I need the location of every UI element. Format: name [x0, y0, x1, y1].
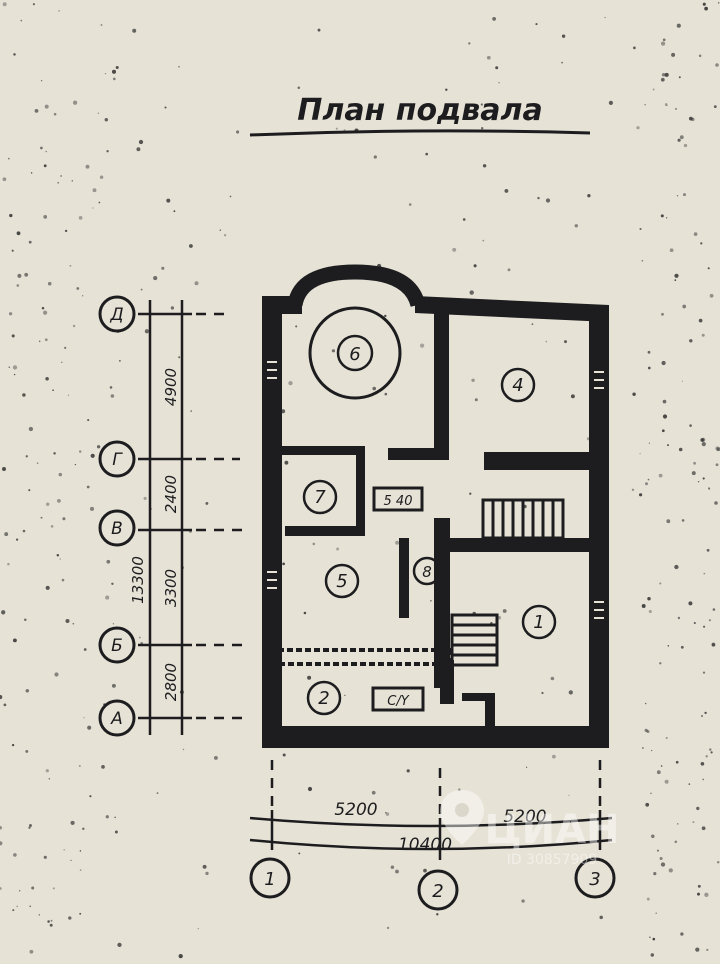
svg-text:2: 2 — [432, 881, 443, 902]
dim-vertical-4900: 4900 — [162, 368, 180, 406]
room-marker-5: 5 — [324, 563, 360, 599]
svg-text:5: 5 — [336, 571, 347, 592]
axis-marker-2: 2 — [417, 869, 459, 911]
dim-vertical-total: 13300 — [129, 556, 147, 604]
room-marker-6: 6 — [336, 334, 374, 372]
round-fixture-circle — [308, 306, 402, 400]
svg-text:В: В — [111, 519, 123, 539]
svg-text:4: 4 — [512, 375, 523, 396]
svg-text:6: 6 — [349, 344, 360, 365]
dim-horizontal-5200-left: 5200 — [334, 800, 377, 820]
fixture-box-upper — [372, 486, 424, 512]
axis-marker-G: Г — [98, 440, 136, 478]
svg-text:8: 8 — [422, 563, 432, 581]
dim-horizontal-5200-right: 5200 — [503, 807, 546, 827]
axis-marker-3: 3 — [574, 857, 616, 899]
room-marker-1: 1 — [521, 604, 557, 640]
svg-text:1: 1 — [533, 612, 544, 633]
room-marker-4: 4 — [500, 367, 536, 403]
svg-text:7: 7 — [314, 487, 326, 508]
svg-text:Г: Г — [112, 450, 123, 470]
axis-marker-D: Д — [98, 295, 136, 333]
dim-vertical-2800: 2800 — [162, 663, 180, 701]
horizontal-dimension-lines — [249, 760, 613, 860]
fixture-label-upper: 5 40 — [384, 494, 413, 509]
svg-text:1: 1 — [264, 869, 275, 890]
axis-marker-B: Б — [98, 626, 136, 664]
room-marker-8: 8 — [412, 556, 442, 586]
staircase-upper — [481, 498, 565, 540]
watermark-text: ЦИАН — [484, 807, 619, 853]
interior-walls — [280, 300, 590, 733]
staircase-lower — [450, 613, 499, 667]
watermark: ЦИАН ID 30857909 — [440, 790, 620, 868]
axis-marker-A: А — [98, 699, 136, 737]
axis-marker-1: 1 — [249, 857, 291, 899]
window-marks — [267, 361, 604, 619]
plan-title: План подвала — [297, 93, 543, 128]
room-marker-2: 2 — [306, 680, 342, 716]
outer-walls — [262, 296, 609, 748]
title-underline — [249, 129, 591, 137]
room-marker-7: 7 — [302, 479, 338, 515]
svg-text:Д: Д — [109, 305, 123, 325]
fixture-box-lower — [371, 686, 425, 712]
watermark-id: ID 30857909 — [507, 852, 598, 868]
dim-horizontal-total: 10400 — [398, 835, 452, 855]
fixture-label-lower: C/Y — [387, 694, 409, 709]
partition-wall-hatched — [276, 648, 452, 666]
dim-vertical-3300: 3300 — [162, 569, 180, 607]
svg-text:3: 3 — [589, 869, 600, 890]
vertical-dimension-lines — [138, 300, 250, 735]
svg-text:2: 2 — [318, 688, 329, 709]
map-pin-icon — [440, 790, 484, 845]
axis-marker-V: В — [98, 509, 136, 547]
svg-text:Б: Б — [111, 636, 123, 656]
svg-text:А: А — [110, 709, 123, 729]
dim-vertical-2400: 2400 — [162, 475, 180, 513]
bay-window-arch — [287, 264, 426, 308]
